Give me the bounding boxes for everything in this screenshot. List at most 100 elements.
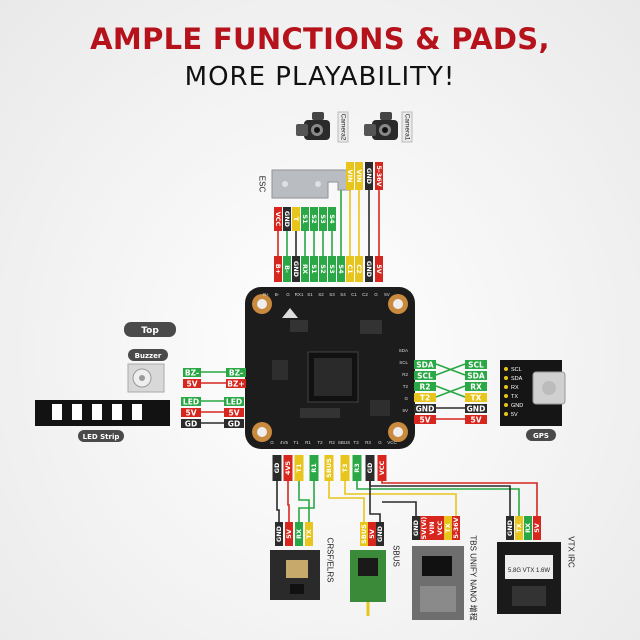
vtx-module: [497, 542, 561, 614]
fc-bottom-pad-vcc-8: VCC: [377, 455, 387, 481]
fc-bottom-pad-t1-2: T1: [294, 455, 304, 481]
buzzer-pad-left-5v-1: 5V: [183, 379, 201, 389]
buzzer-tag: Buzzer: [128, 349, 168, 361]
led-pad-left-5v-1: 5V: [181, 408, 201, 418]
wire-crsf-gnd: [276, 481, 280, 522]
fc-bottom-pad-t3-5: T3: [340, 455, 350, 481]
esc-top-pad-s2-4: S2: [310, 207, 318, 231]
led-pad-right-led-0: LED: [224, 397, 244, 407]
camera2-label-text: Camera2: [340, 114, 347, 141]
camera2-label: Camera2: [337, 111, 349, 143]
gps-pin-label-rx: RX: [511, 385, 519, 391]
fc-input-pad-gnd-10: GND: [365, 256, 373, 282]
fc-top-label-g-2: G: [286, 292, 290, 297]
gps-pin-dot-2: [504, 385, 508, 389]
camera-pad-vin-0: VIN: [346, 162, 354, 190]
fc-bottom-label-r3-8: R3: [365, 440, 371, 445]
fc-input-pad-b-0: B+: [274, 256, 282, 282]
fc-bottom-pad-gd-7: GD: [365, 455, 375, 481]
crsf-pad-gnd-0-label: GND: [275, 525, 283, 542]
vtx-pad-gnd-0-label: GND: [506, 519, 514, 536]
tbs-pad-tx-4-label: TX: [444, 523, 452, 532]
headline-subtitle: MORE PLAYABILITY!: [184, 62, 456, 92]
camera-pad-gnd-2: GND: [365, 162, 373, 190]
gps-pad-gnd-4-label: GND: [467, 405, 486, 414]
crsf-pad-5v-1: 5V: [285, 522, 293, 546]
fc-top-label-c1-8: C1: [351, 292, 357, 297]
esc-top-pad-s4-6: S4: [328, 207, 336, 231]
gps-pin-dot-1: [504, 376, 508, 380]
gps-pad-5v-5: 5V: [465, 415, 487, 425]
gps-pad-sda-1: SDA: [465, 371, 487, 381]
esc-top-pad-s4-6-label: S4: [328, 214, 336, 224]
esc-board: [271, 169, 351, 199]
esc-top-pad-gnd-1: GND: [283, 207, 291, 231]
vtx-pad-tx-1-label: TX: [515, 523, 523, 532]
fc-bottom-pad-r3-6: R3: [352, 455, 362, 481]
fc-bottom-pad-r3-6-label: R3: [353, 463, 361, 473]
led-pad-right-5v-1: 5V: [224, 408, 244, 418]
gps-fc-pad-sda-0-label: SDA: [416, 361, 434, 370]
led-pad-right-gd-2-label: GD: [228, 420, 240, 429]
gps-pad-rx-2: RX: [465, 382, 487, 392]
fc-bottom-label-r2-5: R2: [329, 440, 335, 445]
vtx-module-text: 5.8G VTX 1.6W: [508, 568, 550, 574]
fc-input-pad-b-1: B-: [283, 256, 291, 282]
fc-top-label-s4-7: S4: [340, 292, 346, 297]
tbs-pad-vcc-3-label: VCC: [436, 520, 444, 535]
fc-side-label-sda-0: SDA: [399, 348, 408, 353]
camera1-label: Camera1: [401, 111, 413, 143]
crsf-label: CRSF/ELRS: [326, 538, 335, 583]
gps-module: [500, 360, 566, 426]
camera2-icon: [296, 112, 330, 140]
wire-vtx-r3: [356, 481, 520, 516]
fc-bottom-label-g-0: G: [270, 440, 274, 445]
sbus-pad-sbus-0: SBUS: [360, 522, 368, 546]
fc-top-label-b-1: B-: [275, 292, 280, 297]
sbus-pad-gnd-2: GND: [376, 522, 384, 546]
wires-layer: [201, 190, 538, 522]
led-pad-right-5v-1-label: 5V: [228, 409, 239, 418]
esc-top-pad-s3-5-label: S3: [319, 214, 327, 223]
gps-fc-pad-gnd-4-label: GND: [416, 405, 435, 414]
fc-bottom-pad-vcc-8-label: VCC: [378, 460, 386, 475]
tbs-pad-5-36v-5-label: 5-36V: [452, 517, 460, 538]
camera-pad-gnd-2-label: GND: [365, 168, 373, 185]
led-strip-board: [35, 400, 170, 426]
fc-input-pad-s1-4: S1: [310, 256, 318, 282]
fc-bottom-pad-sbus-4-label: SBUS: [325, 458, 333, 478]
buzzer-module: [127, 363, 165, 393]
esc-top-pad-s3-5: S3: [319, 207, 327, 231]
fc-side-label-t2-3: T2: [403, 384, 409, 389]
fc-side-label-5v-5: 5V: [402, 408, 408, 413]
wire-gps-t2: [435, 385, 466, 398]
tbs-pad-vin-2: VIN: [428, 516, 436, 540]
fc-input-pad-s2-5-label: S2: [319, 264, 327, 273]
led-pad-left-led-0: LED: [181, 397, 201, 407]
gps-tag: GPS: [526, 429, 556, 441]
gps-fc-pad-scl-1-label: SCL: [417, 372, 433, 381]
fc-input-pad-rx-3-label: RX: [301, 264, 309, 274]
fc-input-pad-c1-8-label: C1: [346, 264, 354, 274]
fc-input-pad-5v-11-label: 5V: [375, 264, 383, 274]
gps-pad-tx-3: TX: [465, 393, 487, 403]
tbs-pad-5v-vi-1: 5V(Vi): [420, 516, 428, 540]
fc-input-pad-5v-11: 5V: [375, 256, 383, 282]
camera-pad-5-36v-3: 5-36V: [375, 162, 383, 190]
fc-input-pad-s1-4-label: S1: [310, 264, 318, 274]
buzzer-pad-right-bz-0: BZ-: [226, 368, 246, 378]
gps-pad-gnd-4: GND: [465, 404, 487, 414]
fc-side-label-scl-1: SCL: [399, 360, 408, 365]
led-pad-left-led-0-label: LED: [183, 398, 199, 407]
fc-top-label-rx1-3: RX1: [295, 292, 304, 297]
wire-crsf-5v: [287, 481, 290, 522]
fc-input-pad-s2-5: S2: [319, 256, 327, 282]
led-pad-left-gd-2-label: GD: [185, 420, 197, 429]
gps-fc-pad-t2-3-label: T2: [420, 394, 430, 403]
gps-pad-5v-5-label: 5V: [470, 416, 481, 425]
top-tag: Top: [124, 322, 176, 337]
headline-title: AMPLE FUNCTIONS & PADS,: [90, 22, 550, 56]
crsf-pad-rx-2-label: RX: [295, 529, 303, 539]
tbs-pad-vin-2-label: VIN: [428, 522, 436, 535]
